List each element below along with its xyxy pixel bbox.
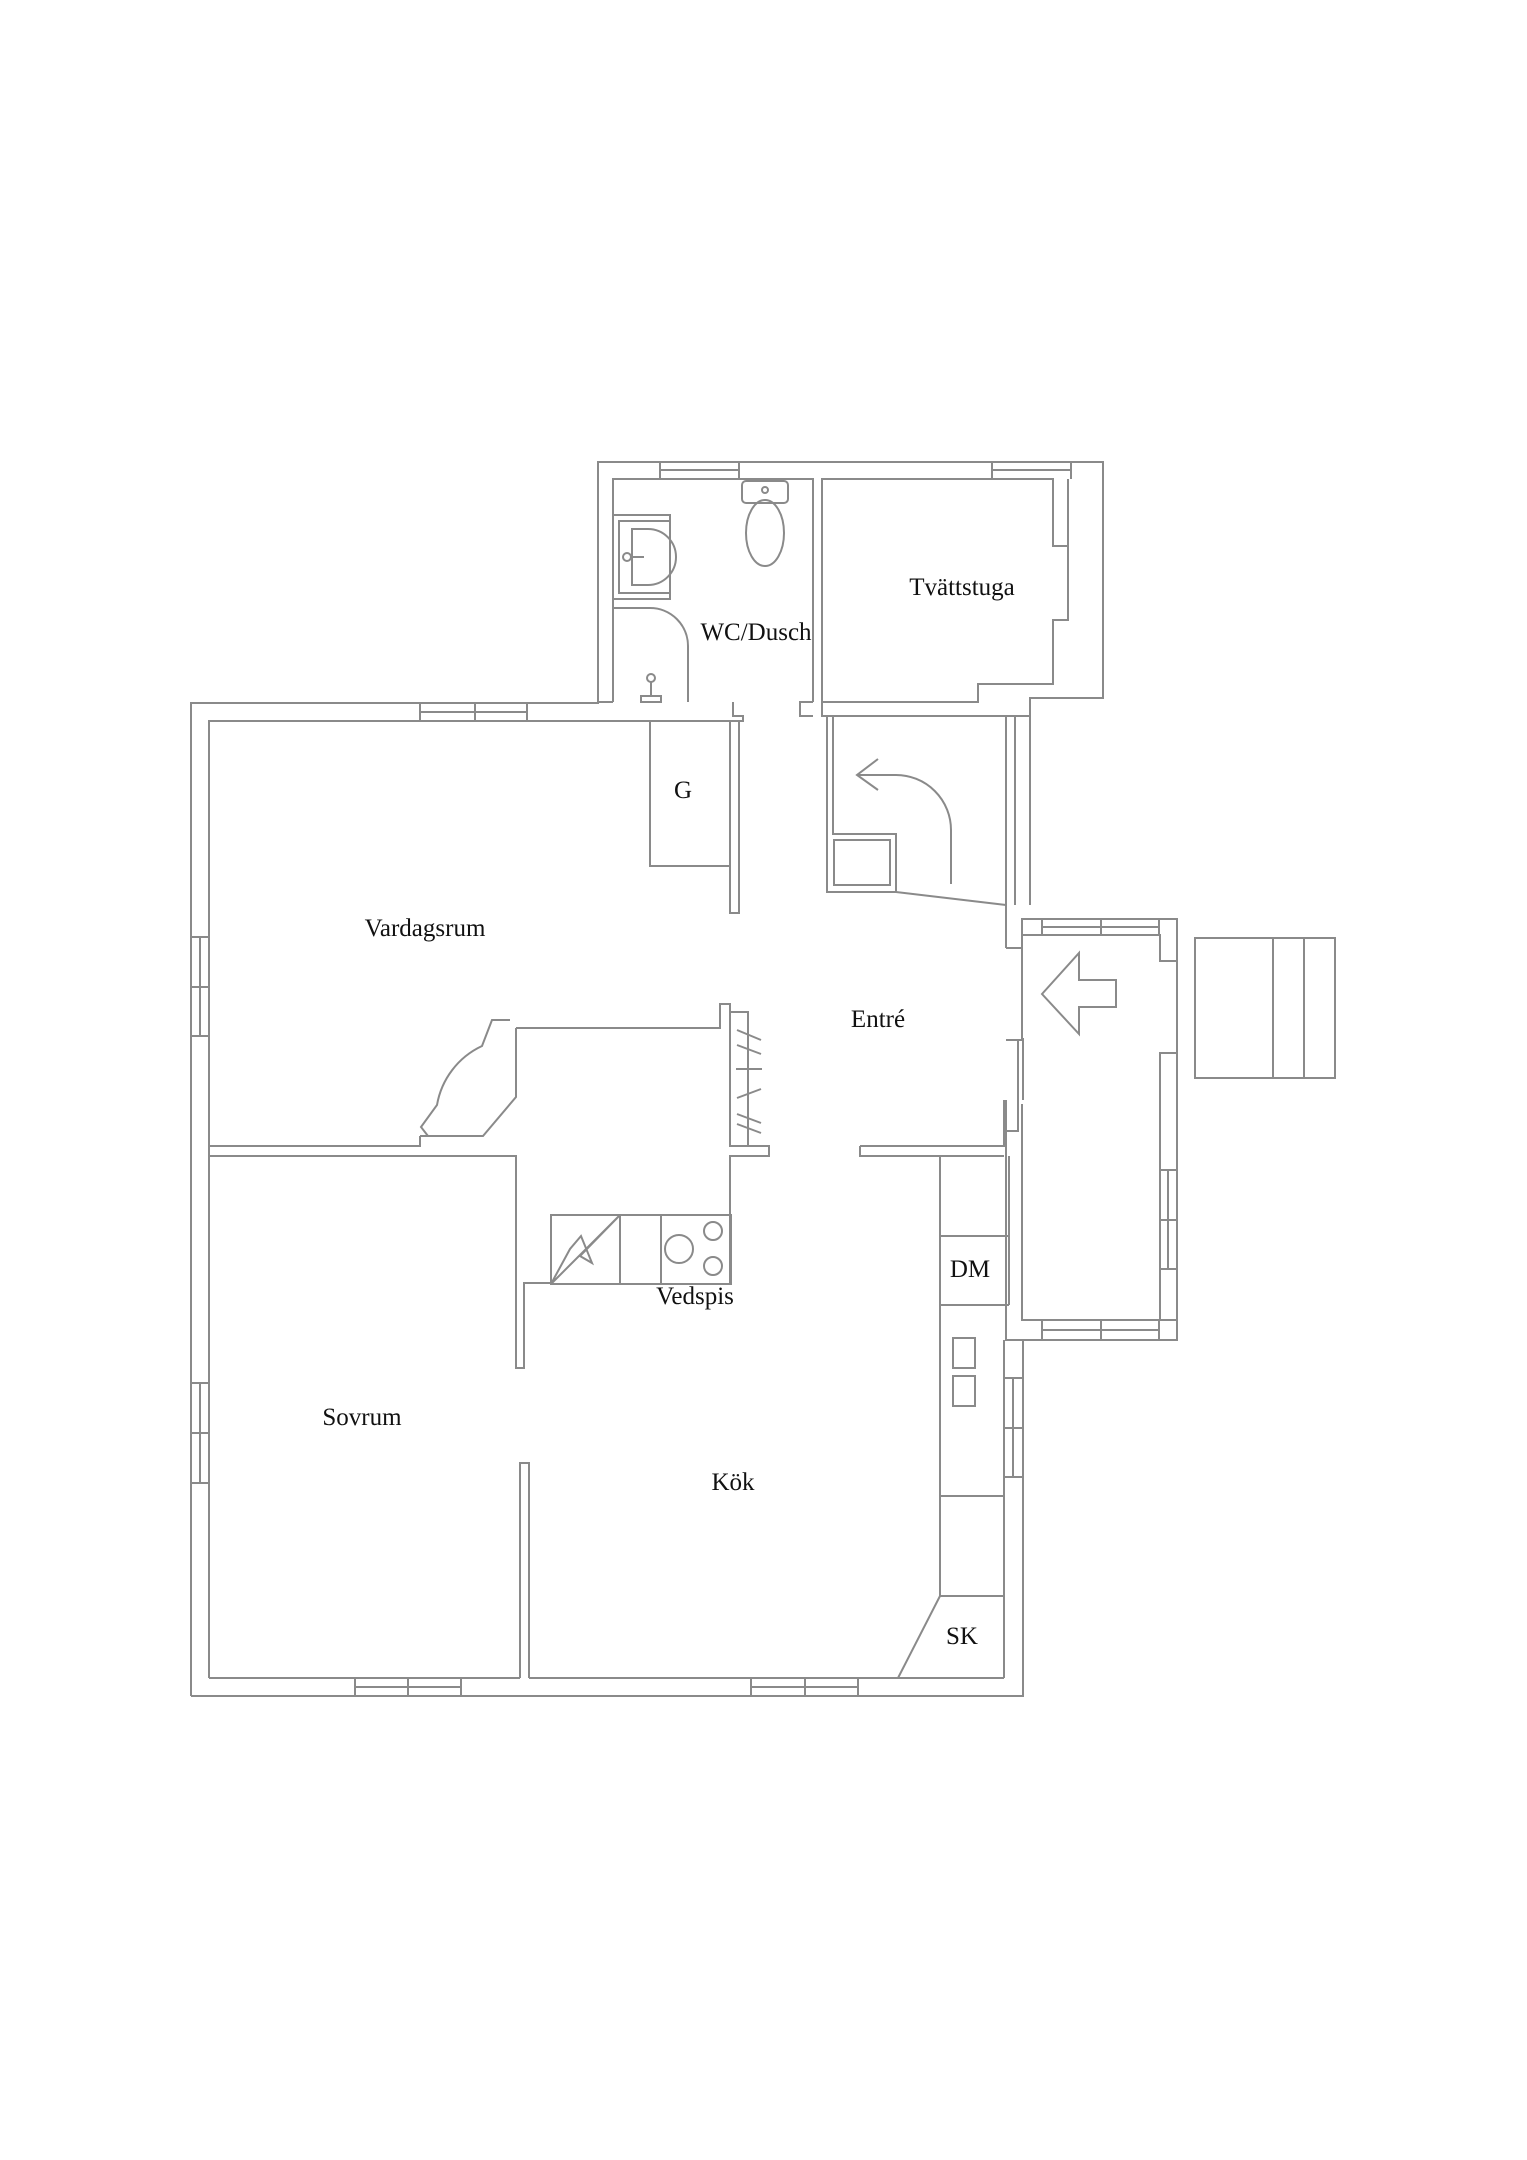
stove-icon — [550, 1214, 732, 1285]
coat-rack-icon — [729, 1011, 762, 1147]
windows — [191, 703, 1023, 1696]
exterior-walls — [190, 461, 1104, 1697]
stairs-icon — [1194, 937, 1336, 1079]
room-label-closet: G — [673, 777, 693, 804]
laundry-room-walls — [821, 462, 1072, 905]
room-label-wc: WC/Dusch — [700, 619, 812, 646]
room-label-wood-stove: Vedspis — [656, 1283, 734, 1310]
interior-walls — [209, 1003, 1019, 1678]
room-label-entry: Entré — [850, 1006, 906, 1033]
toilet-icon — [741, 480, 789, 567]
shower-icon — [613, 607, 689, 703]
wc-room-walls — [598, 462, 814, 717]
room-label-kitchen: Kök — [711, 1469, 755, 1496]
entrance-arrow-icon — [1040, 950, 1117, 1037]
room-label-cabinet: SK — [946, 1623, 978, 1650]
vestibule-walls — [1005, 918, 1178, 1341]
room-label-living-room: Vardagsrum — [364, 915, 486, 942]
stair-area — [826, 716, 1007, 948]
kitchen-counter — [897, 1156, 1010, 1679]
room-label-dishwasher: DM — [949, 1256, 991, 1283]
fireplace-icon — [419, 1019, 510, 1137]
stair-direction-icon — [855, 758, 952, 884]
room-label-bedroom: Sovrum — [322, 1404, 402, 1431]
closet-g — [649, 721, 740, 914]
sink-icon — [612, 514, 677, 600]
room-label-laundry: Tvättstuga — [909, 574, 1015, 601]
